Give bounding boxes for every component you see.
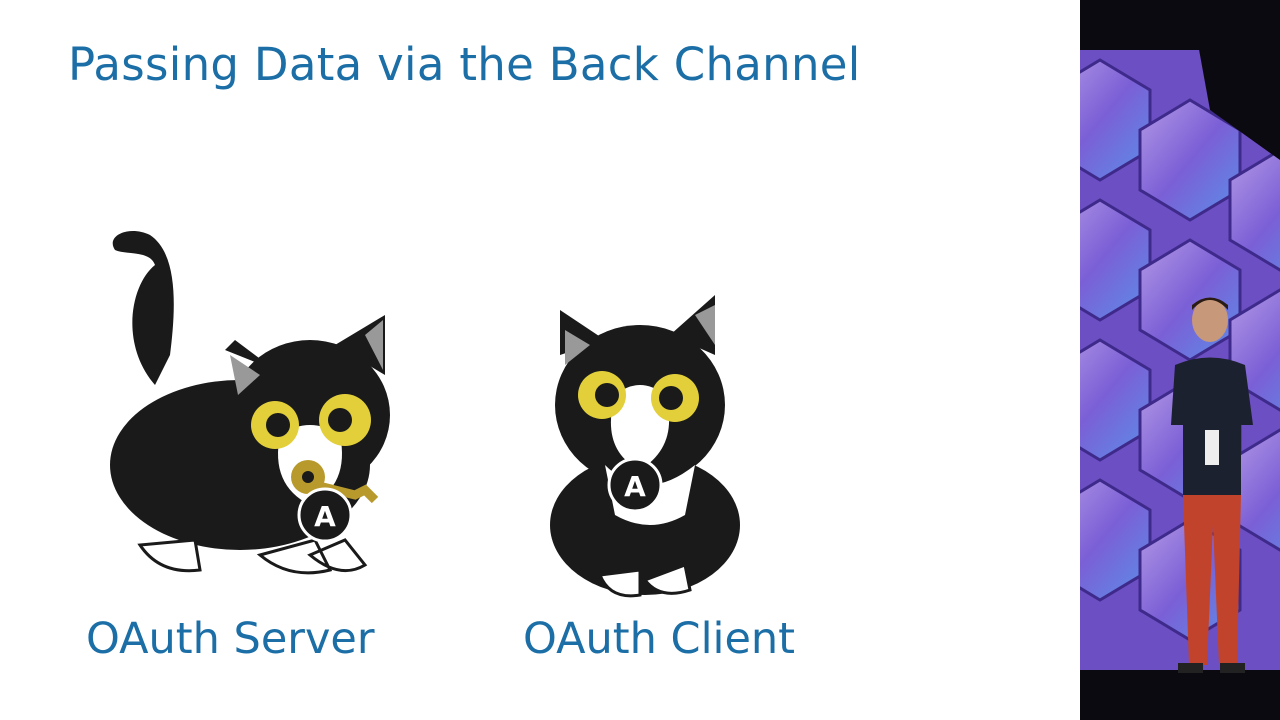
- badge-letter-a: A: [314, 500, 336, 533]
- oauth-server-label: OAuth Server: [86, 614, 375, 664]
- badge-letter-a: A: [624, 470, 646, 503]
- speaker-stage-video: [1080, 0, 1280, 720]
- speaker-figure: [1171, 297, 1253, 673]
- presentation-slide: Passing Data via the Back Channel A A OA…: [68, 38, 861, 664]
- oauth-server-cat-illustration: A: [110, 230, 390, 575]
- slide-title: Passing Data via the Back Channel: [68, 38, 861, 91]
- oauth-client-cat-illustration: A: [550, 295, 740, 598]
- oauth-client-label: OAuth Client: [523, 614, 796, 664]
- hexagon-backdrop: [1080, 0, 1280, 720]
